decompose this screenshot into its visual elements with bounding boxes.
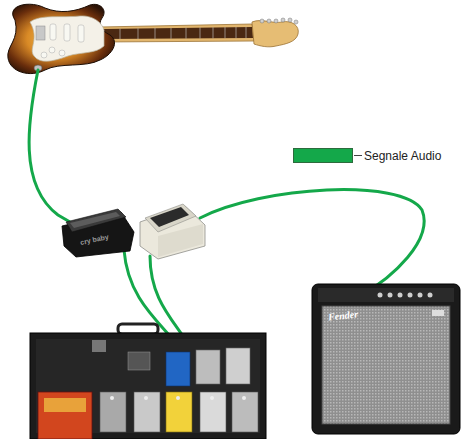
guitar-illustration [8, 4, 299, 73]
wah-pedal [62, 209, 134, 257]
pedalboard [30, 324, 266, 439]
legend-swatch [293, 148, 353, 163]
volume-pedal [140, 204, 205, 259]
guitar-amplifier [312, 284, 460, 434]
legend-text: Segnale Audio [364, 149, 441, 163]
legend-entry: Segnale Audio [293, 148, 441, 163]
legend-leader [354, 155, 362, 156]
